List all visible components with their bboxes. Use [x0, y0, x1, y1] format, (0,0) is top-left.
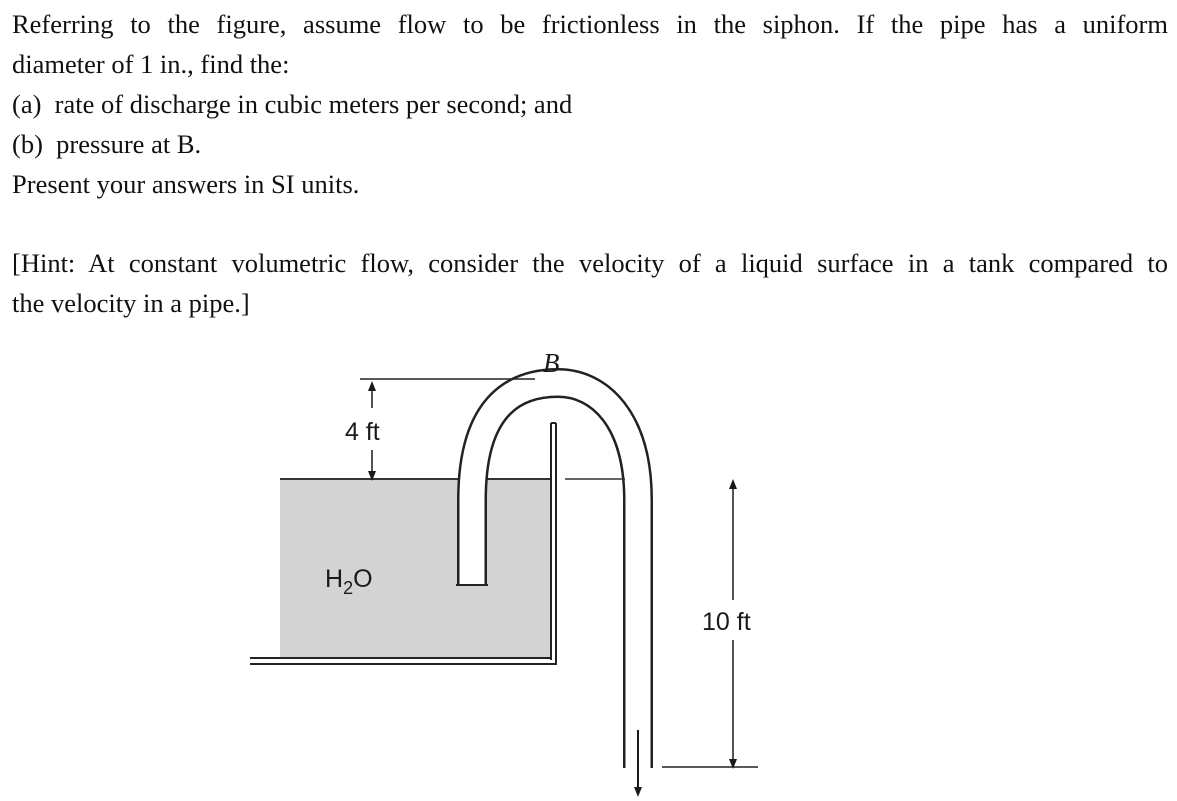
part-b: (b) pressure at B.: [12, 129, 202, 159]
problem-statement: Referring to the figure, assume flow to …: [12, 4, 1168, 323]
label-4ft: 4 ft: [345, 418, 380, 446]
units-instruction: Present your answers in SI units.: [12, 169, 360, 199]
label-b: B: [543, 348, 560, 378]
hint-line-2: the velocity in a pipe.]: [12, 288, 250, 318]
problem-line-2: diameter of 1 in., find the:: [12, 49, 290, 79]
label-h2o: H2O: [325, 565, 373, 598]
hint-line-1: [Hint: At constant volumetric flow, cons…: [12, 248, 1168, 278]
dimension-10ft: [662, 479, 758, 769]
tank-water: [280, 479, 550, 658]
problem-line-1: Referring to the figure, assume flow to …: [12, 9, 1168, 39]
siphon-pipe: [456, 368, 653, 768]
part-a: (a) rate of discharge in cubic meters pe…: [12, 89, 573, 119]
tank: [250, 422, 557, 665]
label-10ft: 10 ft: [702, 608, 751, 636]
